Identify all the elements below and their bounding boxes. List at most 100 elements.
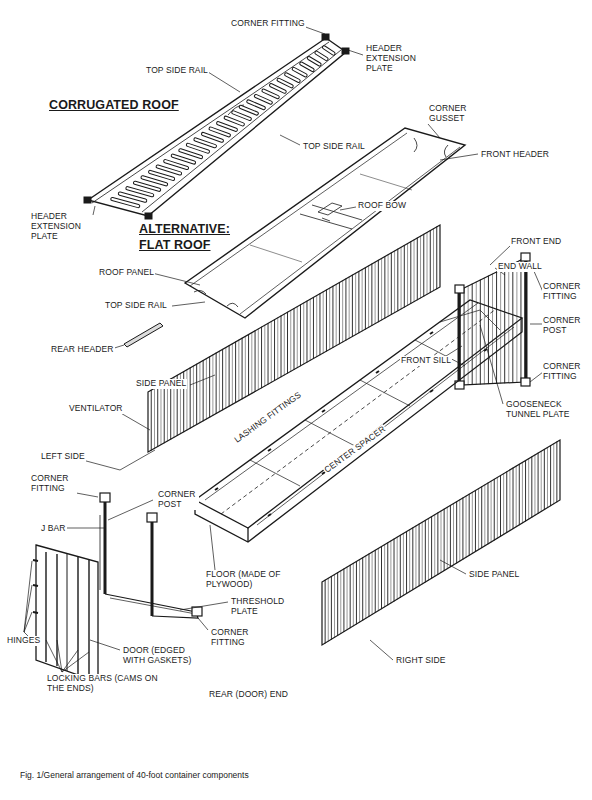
section-heading: ALTERNATIVE: FLAT ROOF	[138, 222, 240, 253]
corrugation-stroke	[216, 353, 217, 413]
part-label: LOCKING BARS (CAMS ON THE ENDS)	[46, 674, 178, 694]
corrugation-stroke	[277, 318, 278, 379]
corrugation-stroke	[313, 297, 314, 358]
corrugation-stroke	[316, 296, 317, 357]
corrugation-stroke	[193, 366, 194, 426]
corrugation-stroke	[469, 494, 470, 555]
corrugation-stroke	[450, 505, 451, 566]
corrugation-stroke	[334, 575, 335, 638]
corrugation-stroke	[264, 325, 265, 386]
corrugation-stroke	[286, 74, 298, 80]
corrugation-stroke	[513, 468, 514, 529]
corrugation-stroke	[203, 134, 222, 141]
part-label: ROOF BOW	[357, 201, 407, 211]
corrugation-stroke	[427, 232, 428, 294]
corrugation-stroke	[550, 446, 551, 506]
corrugation-stroke	[388, 255, 389, 317]
corrugation-stroke	[422, 522, 423, 584]
corrugation-stroke	[365, 556, 366, 618]
corrugation-stroke	[218, 123, 236, 130]
corrugation-stroke	[431, 517, 432, 579]
corrugation-stroke	[303, 303, 304, 364]
corrugation-stroke	[242, 338, 243, 399]
section-heading: CORRUGATED ROOF	[48, 98, 180, 114]
corrugation-stroke	[417, 238, 418, 300]
corrugation-stroke	[284, 314, 285, 375]
corrugation-stroke	[323, 292, 324, 353]
corrugation-stroke	[459, 500, 460, 561]
corrugation-stroke	[371, 264, 372, 326]
corrugation-stroke	[258, 329, 259, 390]
part-label: DOOR (EDGED WITH GASKETS)	[122, 646, 209, 666]
corrugation-stroke	[347, 567, 348, 630]
corrugation-stroke	[365, 268, 366, 329]
corrugation-stroke	[509, 470, 510, 531]
part-label: REAR (DOOR) END	[208, 690, 289, 700]
part-label: SIDE PANEL	[468, 570, 520, 580]
corrugation-stroke	[538, 453, 539, 513]
corrugation-stroke	[553, 444, 554, 504]
corrugation-stroke	[556, 442, 557, 502]
corrugation-stroke	[188, 145, 208, 152]
corrugation-stroke	[350, 565, 351, 628]
corrugation-stroke	[306, 301, 307, 362]
corrugation-stroke	[353, 563, 354, 626]
corrugation-stroke	[400, 535, 401, 597]
corrugation-stroke	[437, 513, 438, 575]
leader-lines	[24, 25, 543, 672]
floor-frame	[195, 300, 522, 542]
corrugation-stroke	[504, 268, 505, 383]
corrugation-stroke	[112, 199, 138, 206]
corrugation-stroke	[225, 347, 226, 408]
corrugation-stroke	[464, 288, 465, 385]
corrugation-stroke	[135, 183, 159, 190]
corrugation-stroke	[358, 271, 359, 332]
corrugation-stroke	[319, 294, 320, 355]
corrugation-stroke	[362, 558, 363, 620]
corrugation-stroke	[165, 161, 187, 168]
rear-frame	[100, 493, 202, 618]
corrugation-stroke	[325, 580, 326, 643]
part-label: FRONT END	[510, 237, 562, 247]
corrugation-stroke	[381, 547, 382, 609]
corrugation-stroke	[218, 123, 236, 130]
corrugation-stroke	[286, 74, 298, 80]
corrugation-stroke	[167, 381, 168, 441]
corrugation-stroke	[472, 492, 473, 553]
part-label: CORNER FITTING	[542, 282, 588, 302]
corrugation-stroke	[164, 383, 165, 443]
corrugation-stroke	[173, 156, 194, 163]
part-label: CORNER FITTING	[30, 474, 77, 494]
corrugation-stroke	[491, 481, 492, 542]
corrugation-stroke	[375, 262, 376, 324]
corrugation-stroke	[180, 150, 201, 157]
corrugation-stroke	[112, 199, 138, 206]
corrugation-stroke	[219, 351, 220, 411]
corrugation-stroke	[294, 69, 306, 75]
corrugation-stroke	[433, 229, 434, 291]
part-label: REAR HEADER	[50, 345, 115, 355]
corrugation-stroke	[222, 349, 223, 410]
corrugation-stroke	[271, 321, 272, 382]
corrugated-roof	[84, 34, 349, 219]
corrugation-stroke	[226, 118, 243, 125]
part-label: CENTER SPACER	[322, 424, 388, 476]
corrugation-stroke	[352, 275, 353, 336]
corrugation-stroke	[496, 272, 497, 383]
corrugation-stroke	[150, 172, 173, 179]
corrugation-stroke	[127, 188, 152, 195]
part-label: FLOOR (MADE OF PLYWOOD)	[205, 570, 317, 590]
corrugation-stroke	[238, 340, 239, 401]
corrugation-stroke	[415, 526, 416, 588]
corrugation-stroke	[410, 242, 411, 304]
corrugation-stroke	[519, 464, 520, 525]
part-label: HEADER EXTENSION PLATE	[365, 44, 425, 73]
corrugation-stroke	[500, 476, 501, 537]
corrugation-stroke	[359, 560, 360, 623]
corrugation-stroke	[480, 280, 481, 384]
corrugation-stroke	[355, 273, 356, 334]
corrugation-stroke	[326, 290, 327, 351]
corrugation-stroke	[488, 276, 489, 384]
part-label: THRESHOLD PLATE	[230, 597, 292, 617]
corrugation-stroke	[127, 188, 152, 195]
